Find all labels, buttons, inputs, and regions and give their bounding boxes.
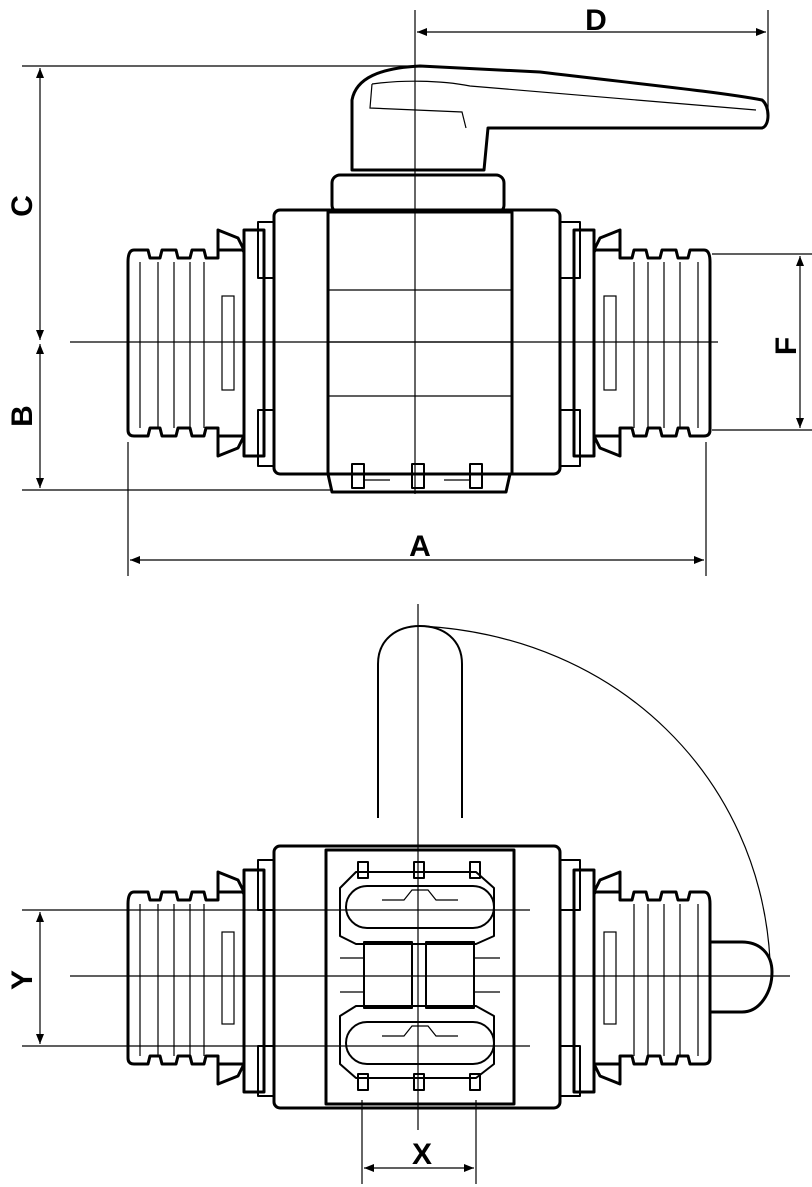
bottom-foot (326, 472, 512, 494)
dimension-y-label: Y (6, 970, 39, 990)
valve-handle (350, 64, 770, 172)
dimension-c-label: C (6, 195, 39, 217)
handle-swing-arc (419, 625, 771, 961)
dimension-d-label: D (585, 4, 607, 37)
dimension-b-label: B (6, 405, 39, 427)
top-view (70, 604, 790, 1130)
right-connector (559, 221, 712, 467)
left-connector (126, 221, 279, 467)
top-left-connector (126, 859, 279, 1097)
top-view-dimensions: Y X (6, 909, 530, 1184)
dimension-f-label: F (770, 337, 803, 355)
stem-block (330, 173, 506, 215)
top-right-connector (559, 859, 774, 1097)
dimension-x-label: X (412, 1138, 432, 1171)
side-view (70, 10, 770, 494)
dimension-a-label: A (409, 530, 431, 563)
handle-top-view (377, 625, 463, 818)
side-view-dimensions: C B D A F (6, 4, 812, 576)
